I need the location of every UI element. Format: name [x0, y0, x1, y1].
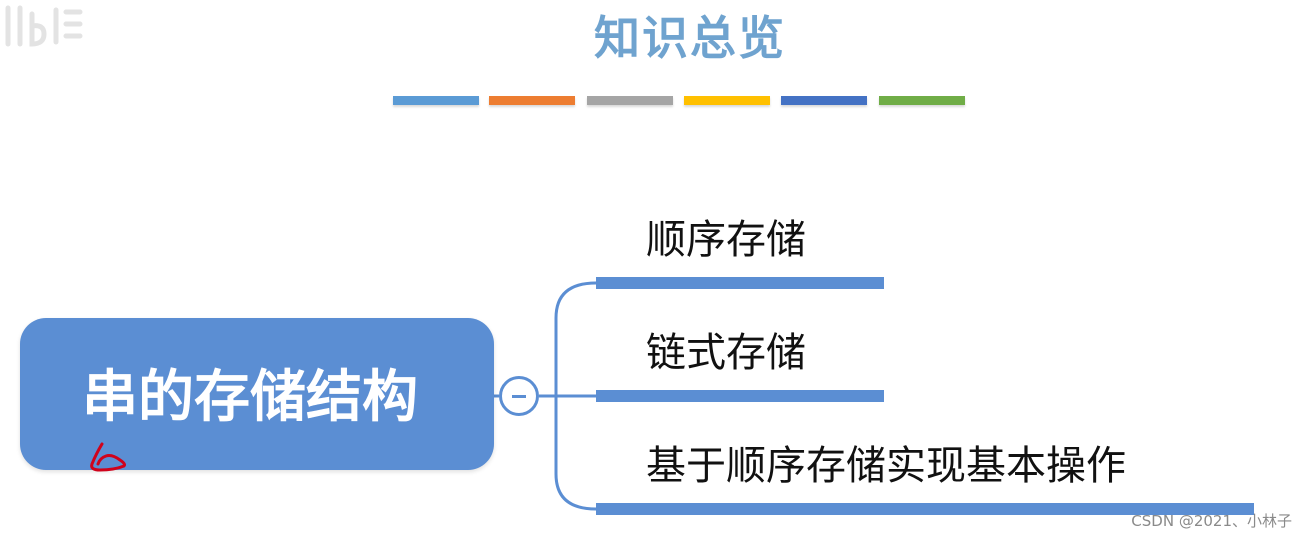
color-bar: [393, 96, 479, 105]
color-bar: [684, 96, 770, 105]
color-bar: [781, 96, 867, 105]
color-bar: [879, 96, 965, 105]
corner-logo: [5, 5, 83, 47]
color-bar: [587, 96, 673, 105]
watermark: CSDN @2021、小林子: [1131, 512, 1292, 530]
connector-branch-3: [554, 396, 597, 511]
page-title: 知识总览: [594, 11, 786, 65]
branch-label-linked[interactable]: 链式存储: [646, 330, 806, 376]
root-node-label: 串的存储结构: [82, 365, 418, 430]
minus-icon: [512, 395, 526, 398]
branch-underline: [596, 503, 1254, 515]
root-node[interactable]: [20, 318, 494, 470]
branch-underline: [596, 390, 884, 402]
branch-label-sequential[interactable]: 顺序存储: [646, 217, 806, 263]
handwritten-annotation: [90, 442, 126, 472]
branch-label-operations[interactable]: 基于顺序存储实现基本操作: [646, 443, 1126, 489]
color-bar: [489, 96, 575, 105]
connector-branch-1: [554, 281, 597, 396]
branch-underline: [596, 277, 884, 289]
collapse-toggle-button[interactable]: [499, 376, 539, 416]
